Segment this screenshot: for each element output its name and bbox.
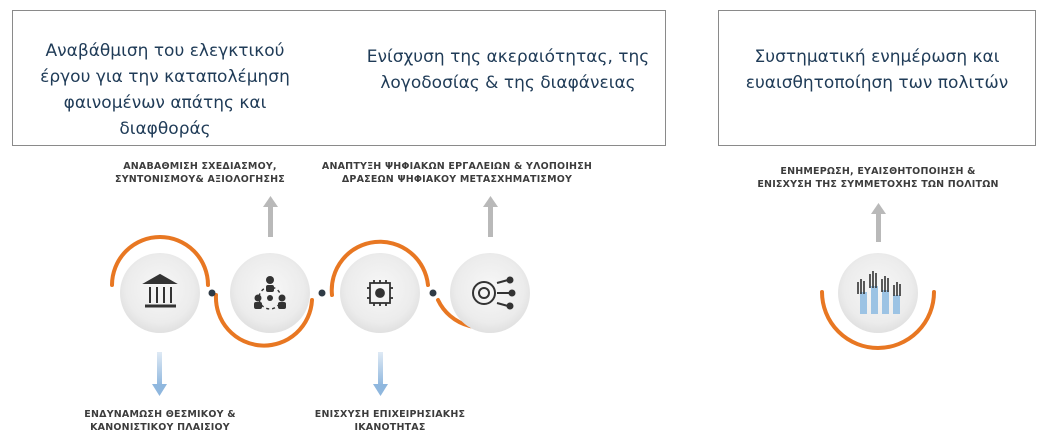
objective-text-2: Ενίσχυση της ακεραιότητας, της λογοδοσία… bbox=[366, 47, 650, 93]
raised-hands-icon bbox=[857, 271, 901, 314]
objective-text-1: Αναβάθμιση του ελεγκτικού έργου για την … bbox=[40, 41, 290, 139]
down-arrow bbox=[373, 352, 388, 396]
caption-planning-coordination: ΑΝΑΒΑΘΜΙΣΗ ΣΧΕΔΙΑΣΜΟΥ, ΣΥΝΤΟΝΙΣΜΟΥ& ΑΞΙΟ… bbox=[115, 161, 285, 185]
objective-text-3: Συστηματική ενημέρωση και ευαισθητοποίησ… bbox=[745, 47, 1009, 93]
chip-gear-icon bbox=[367, 280, 393, 306]
caption-digital-tools: ΑΝΑΠΤΥΞΗ ΨΗΦΙΑΚΩΝ ΕΡΓΑΛΕΙΩΝ & ΥΛΟΠΟΙΗΣΗ … bbox=[321, 161, 593, 185]
institution-icon bbox=[142, 273, 178, 308]
serpentine-line bbox=[110, 235, 430, 348]
objective-box-1-2 bbox=[12, 10, 666, 146]
citizen-arc bbox=[820, 290, 936, 350]
objective-box-3 bbox=[718, 10, 1036, 146]
connector-dot bbox=[429, 289, 437, 297]
up-arrow bbox=[871, 203, 886, 242]
connector-dot bbox=[208, 289, 216, 297]
circle-team bbox=[230, 253, 310, 333]
up-arrow bbox=[483, 196, 498, 237]
connector-dot bbox=[318, 289, 326, 297]
digital-gear-icon bbox=[472, 276, 516, 310]
team-network-icon bbox=[254, 276, 286, 310]
caption-institutional-framework: ΕΝΔΥΝΑΜΩΣΗ ΘΕΣΜΙΚΟΥ & ΚΑΝΟΝΙΣΤΙΚΟΥ ΠΛΑΙΣ… bbox=[84, 409, 236, 433]
caption-operational-capacity: ΕΝΙΣΧΥΣΗ ΕΠΙΧΕΙΡΗΣΙΑΚΗΣ ΙΚΑΝΟΤΗΤΑΣ bbox=[314, 409, 466, 433]
caption-citizen-awareness: ΕΝΗΜΕΡΩΣΗ, ΕΥΑΙΣΘΗΤΟΠΟΙΗΣΗ & ΕΝΙΣΧΥΣΗ ΤΗ… bbox=[757, 166, 999, 190]
up-arrow bbox=[263, 196, 278, 237]
down-arrow bbox=[152, 352, 167, 396]
circle-institution bbox=[120, 253, 200, 333]
